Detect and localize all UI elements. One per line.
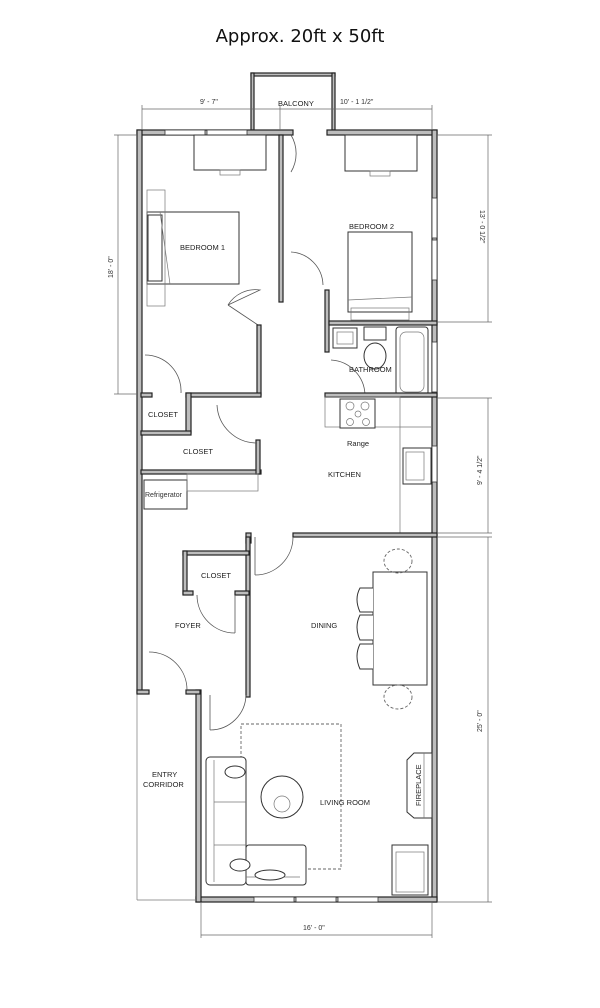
closet3-label: CLOSET xyxy=(201,571,231,580)
dining-walls xyxy=(245,532,438,576)
entry-label-2: CORRIDOR xyxy=(143,780,184,789)
dim-right-kitchen: 9' - 4 1/2" xyxy=(477,455,484,485)
fireplace-label: FIREPLACE xyxy=(414,764,423,806)
plan-title: Approx. 20ft x 50ft xyxy=(215,26,385,47)
living-label: LIVING ROOM xyxy=(320,798,370,807)
bedroom2-label: BEDROOM 2 xyxy=(349,222,394,231)
dining-label: DINING xyxy=(311,621,337,630)
dim-right-bedroom2: 13' - 0 1/2" xyxy=(478,210,485,244)
bedroom-1: BEDROOM 1 xyxy=(144,134,284,398)
kitchen: Range KITCHEN xyxy=(324,396,432,533)
bathroom: BATHROOM xyxy=(324,320,438,398)
dim-left: 18' - 0" xyxy=(108,256,115,278)
dim-top-left: 9' - 7" xyxy=(200,99,218,106)
living-room: LIVING ROOM FIREPLACE xyxy=(205,723,433,896)
balcony: BALCONY xyxy=(250,72,336,131)
dining-area: DINING xyxy=(311,548,428,710)
dimension-lines: 9' - 7" 10' - 1 1/2" 18' - 0" 13' - 0 1/… xyxy=(108,99,492,938)
exterior-walls xyxy=(136,129,438,903)
bedroom-2: BEDROOM 2 xyxy=(290,134,418,353)
dim-right-living: 25' - 0" xyxy=(477,710,484,732)
closets: CLOSET CLOSET Refrigerator xyxy=(140,392,262,510)
entry-label-1: ENTRY xyxy=(152,770,177,779)
bathroom-label: BATHROOM xyxy=(349,365,392,374)
refrigerator-label: Refrigerator xyxy=(145,492,183,499)
foyer-label: FOYER xyxy=(175,621,201,630)
closet2-label: CLOSET xyxy=(183,447,213,456)
balcony-label: BALCONY xyxy=(278,99,314,108)
dim-top-right: 10' - 1 1/2" xyxy=(340,99,374,106)
bedroom1-label: BEDROOM 1 xyxy=(180,243,225,252)
foyer: CLOSET FOYER xyxy=(136,536,251,731)
kitchen-label: KITCHEN xyxy=(328,470,361,479)
dim-bottom: 16' - 0" xyxy=(303,925,325,932)
closet1-label: CLOSET xyxy=(148,410,178,419)
range-label: Range xyxy=(347,439,369,448)
